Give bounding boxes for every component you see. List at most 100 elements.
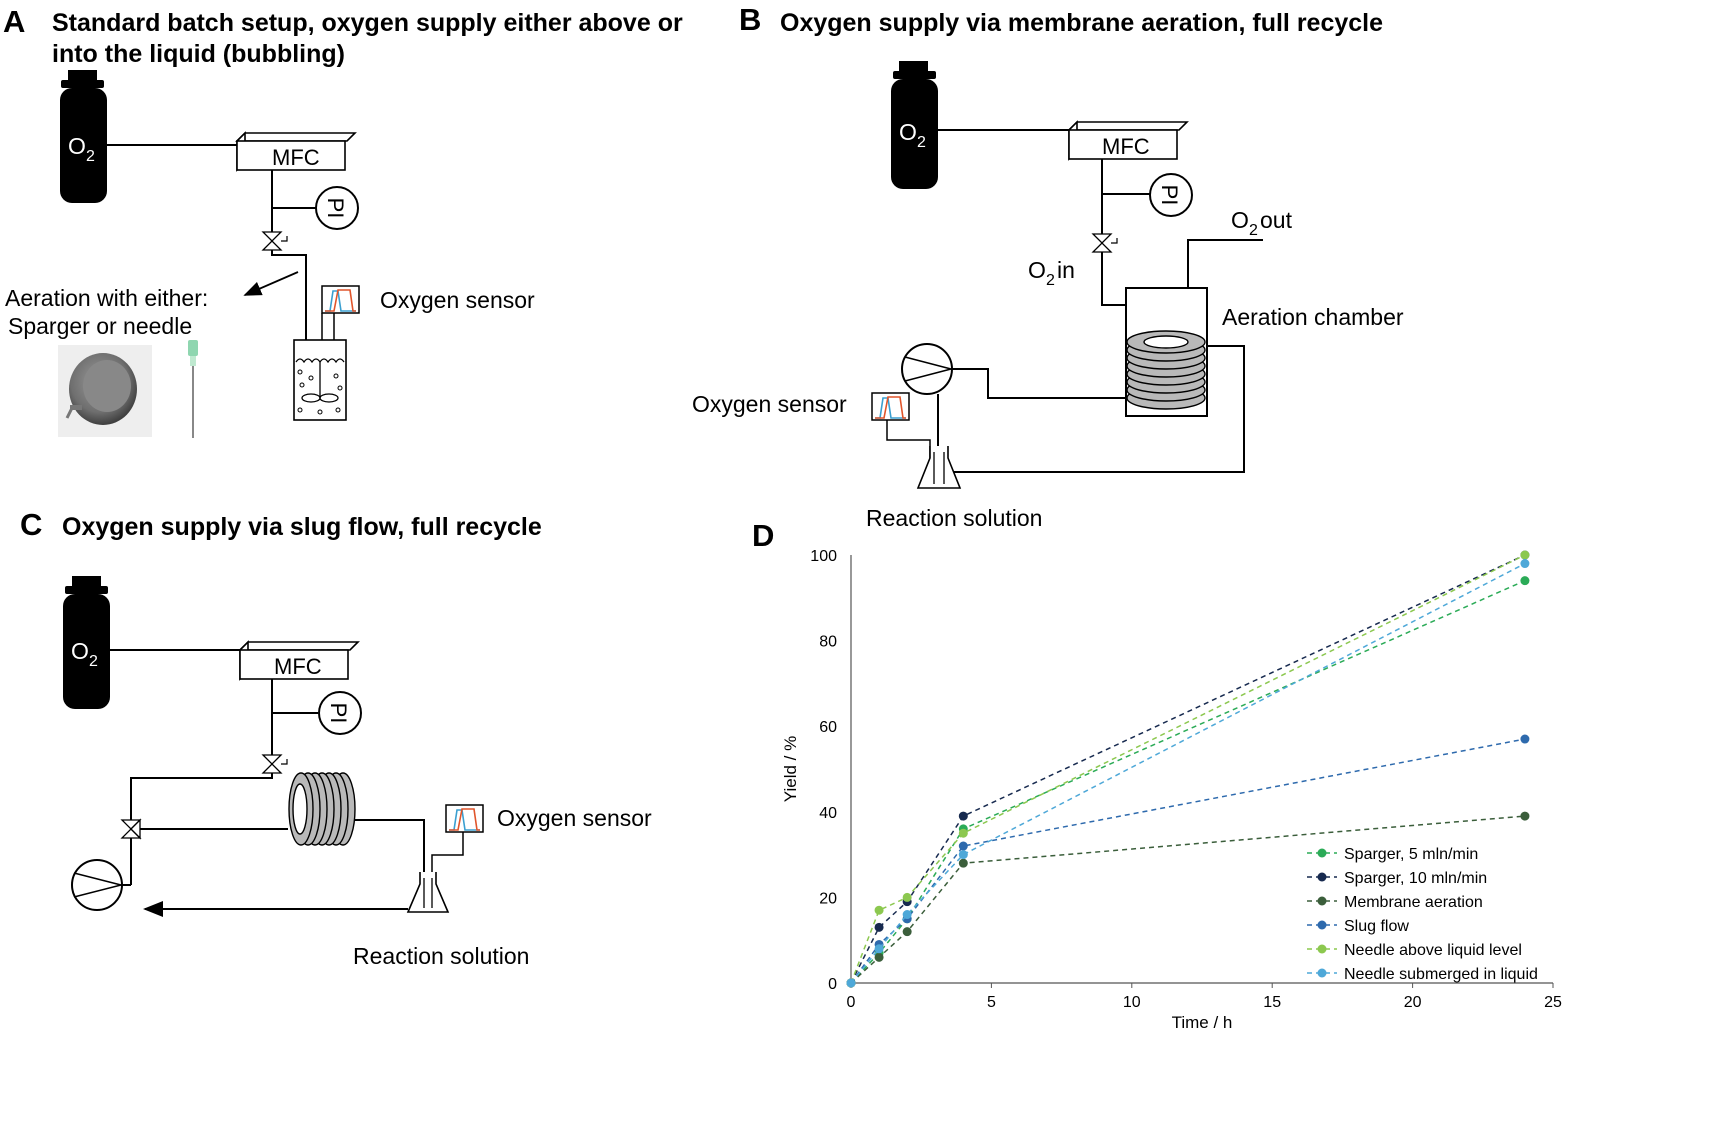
data-point [1520, 811, 1530, 821]
data-point [874, 905, 884, 915]
valve-icon [261, 231, 288, 251]
data-point [902, 892, 912, 902]
aeration-text-line1: Aeration with either: [5, 285, 208, 311]
x-tick-label: 10 [1123, 994, 1141, 1011]
oxygen-cylinder-icon: O 2 [63, 576, 110, 709]
oxygen-cylinder-icon: O 2 [891, 61, 938, 189]
oxygen-cylinder-icon: O 2 [60, 70, 107, 203]
o2-in-label: O [1028, 257, 1046, 283]
mfc-label: MFC [272, 145, 320, 170]
series-line [850, 579, 1526, 984]
y-tick-label: 40 [819, 805, 837, 822]
o2-out-sub: 2 [1249, 222, 1258, 239]
x-tick-label: 0 [847, 994, 856, 1011]
data-point [902, 927, 912, 937]
pump-icon [71, 859, 123, 911]
y-tick-label: 20 [819, 890, 837, 907]
chart-axes [850, 555, 1553, 984]
panel-a-title: Standard batch setup, oxygen supply eith… [52, 8, 683, 70]
cylinder-label: O [71, 638, 89, 664]
pi-label: PI [326, 703, 351, 724]
oxygen-sensor-label-b: Oxygen sensor [692, 391, 847, 417]
mfc-box: MFC [238, 640, 360, 681]
cylinder-label-sub: 2 [89, 653, 98, 670]
o2-in-sub: 2 [1046, 272, 1055, 289]
panel-c-letter: C [20, 507, 43, 542]
aeration-chamber-label: Aeration chamber [1222, 304, 1404, 330]
legend-entry-label: Needle above liquid level [1344, 942, 1522, 959]
needle-image [188, 340, 198, 438]
aeration-text-line2: Sparger or needle [8, 313, 192, 339]
series-line [850, 554, 1526, 984]
panel-b-letter: B [739, 2, 762, 37]
mfc-box: MFC [235, 131, 357, 172]
panel-a-title-line1: Standard batch setup, oxygen supply eith… [52, 9, 683, 37]
x-tick-label: 5 [987, 994, 996, 1011]
data-point [874, 944, 884, 954]
three-way-valve-icon [120, 818, 142, 840]
aeration-chamber [1125, 287, 1208, 417]
valve-icon [1091, 233, 1118, 253]
pressure-indicator: PI [1149, 173, 1193, 217]
cylinder-label-sub: 2 [86, 148, 95, 165]
sparger-image [58, 345, 152, 437]
legend-entry-label: Membrane aeration [1344, 894, 1483, 911]
legend-swatch-marker [1317, 872, 1327, 882]
oxygen-sensor-icon-a [321, 285, 360, 314]
chart-series [846, 550, 1530, 988]
y-tick-label: 80 [819, 634, 837, 651]
panel-a-letter: A [3, 4, 26, 39]
data-point [1520, 576, 1530, 586]
reaction-solution-label-c: Reaction solution [353, 943, 529, 969]
data-point [902, 910, 912, 920]
oxygen-sensor-label-a: Oxygen sensor [380, 287, 535, 313]
erlenmeyer-flask [406, 872, 450, 913]
data-point [958, 850, 968, 860]
mfc-box: MFC [1067, 120, 1189, 161]
data-point [958, 858, 968, 868]
data-point [846, 978, 856, 988]
data-point [958, 828, 968, 838]
legend-entry-label: Needle submerged in liquid [1344, 966, 1538, 983]
y-tick-label: 0 [828, 976, 837, 993]
legend-entry-label: Slug flow [1344, 918, 1409, 935]
y-axis-label: Yield / % [781, 736, 800, 802]
slug-flow-coil [288, 772, 356, 846]
cylinder-label: O [68, 133, 86, 159]
y-tick-label: 100 [810, 548, 837, 565]
pump-icon [901, 343, 953, 395]
oxygen-sensor-icon-b [871, 392, 910, 421]
batch-reactor [293, 339, 347, 421]
membrane-coil [1126, 330, 1206, 410]
oxygen-sensor-label-c: Oxygen sensor [497, 805, 652, 831]
panel-c-diagram: O 2 MFC PI [63, 576, 652, 969]
panel-b-diagram: O 2 MFC PI O 2 in O 2 out [692, 61, 1404, 531]
valve-icon [261, 754, 288, 774]
x-axis-label: Time / h [1172, 1013, 1233, 1032]
mfc-label: MFC [274, 654, 322, 679]
legend-entry-label: Sparger, 10 mln/min [1344, 870, 1487, 887]
o2-out-suffix: out [1260, 207, 1293, 233]
data-point [1520, 550, 1530, 560]
legend-swatch-marker [1317, 848, 1327, 858]
y-tick-label: 60 [819, 719, 837, 736]
o2-in-suffix: in [1057, 257, 1075, 283]
legend-swatch-marker [1317, 896, 1327, 906]
x-tick-label: 20 [1404, 994, 1422, 1011]
oxygen-sensor-icon-c [445, 804, 484, 833]
mfc-label: MFC [1102, 134, 1150, 159]
panel-a-title-line2: into the liquid (bubbling) [52, 40, 345, 68]
legend-swatch-marker [1317, 944, 1327, 954]
reaction-solution-label-b: Reaction solution [866, 505, 1042, 531]
data-point [874, 922, 884, 932]
pressure-indicator: PI [315, 186, 359, 230]
o2-out-label: O [1231, 207, 1249, 233]
panel-b-title: Oxygen supply via membrane aeration, ful… [780, 9, 1384, 37]
cylinder-label-sub: 2 [917, 134, 926, 151]
series-line [850, 554, 1526, 984]
series-line [850, 562, 1526, 984]
panel-a-diagram: O 2 MFC PI Aeration with either: Sparger… [5, 70, 535, 438]
